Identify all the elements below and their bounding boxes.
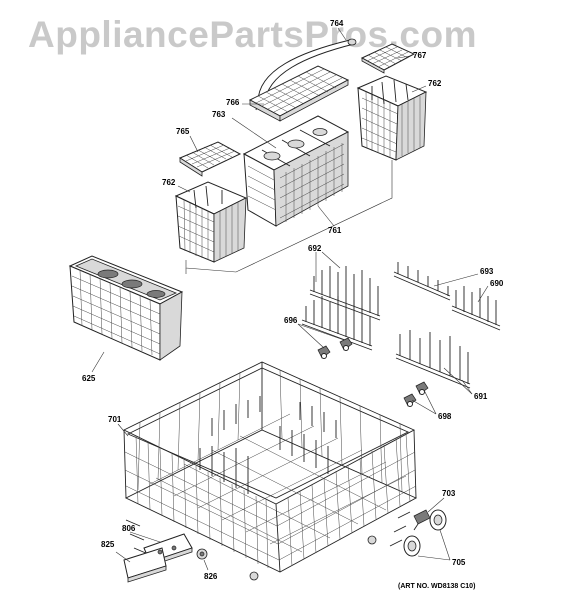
callout-696: 696 <box>284 316 298 325</box>
tine-row-692 <box>301 266 381 351</box>
clips-698 <box>403 381 429 407</box>
lid-766 <box>248 65 350 122</box>
callout-762-left: 762 <box>162 178 176 187</box>
callout-692: 692 <box>308 244 322 253</box>
callout-825: 825 <box>101 540 115 549</box>
callout-806: 806 <box>122 524 136 533</box>
lid-765 <box>178 141 242 177</box>
basket-762-left <box>174 181 248 263</box>
callout-763: 763 <box>212 110 226 119</box>
callout-701: 701 <box>108 415 122 424</box>
callout-691: 691 <box>474 392 488 401</box>
callout-765: 765 <box>176 127 190 136</box>
tine-row-690 <box>451 286 501 331</box>
leader-lines <box>91 27 489 571</box>
basket-762-right <box>356 75 428 161</box>
tine-row-693 <box>393 262 451 301</box>
callout-761: 761 <box>328 226 342 235</box>
callout-767: 767 <box>413 51 427 60</box>
callout-764: 764 <box>330 19 344 28</box>
callout-826: 826 <box>204 572 218 581</box>
basket-625 <box>68 255 184 361</box>
callout-625: 625 <box>82 374 96 383</box>
basket-handle-764 <box>255 38 357 113</box>
callout-703: 703 <box>442 489 456 498</box>
axle-703 <box>413 509 431 531</box>
callout-766: 766 <box>226 98 240 107</box>
callout-762-right: 762 <box>428 79 442 88</box>
wheels-705 <box>403 509 447 557</box>
callout-693: 693 <box>480 267 494 276</box>
basket-assembly-outline <box>185 160 393 274</box>
basket-763-center <box>242 115 350 227</box>
art-number: (ART NO. WD8138 C10) <box>398 583 476 590</box>
part-826 <box>196 548 208 560</box>
lid-767 <box>360 43 416 74</box>
tine-row-691 <box>395 330 471 389</box>
callout-690: 690 <box>490 279 504 288</box>
part-806-825 <box>123 533 193 583</box>
lower-rack-701 <box>122 361 418 581</box>
callout-698: 698 <box>438 412 452 421</box>
clips-696 <box>317 337 353 359</box>
callout-705: 705 <box>452 558 466 567</box>
